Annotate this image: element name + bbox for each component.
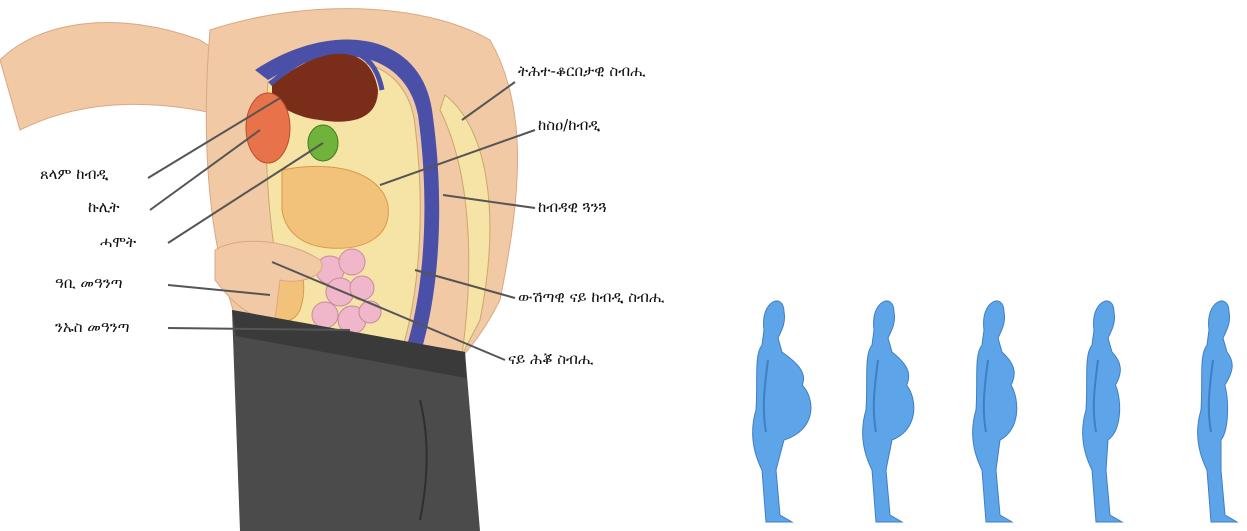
- body-figure-1: [753, 301, 811, 522]
- body-figure-3: [973, 301, 1017, 522]
- body-silhouette: [1083, 301, 1122, 522]
- body-figures-row: [753, 301, 1237, 522]
- body-figure-2: [863, 301, 914, 522]
- label-visceral-fat: ውሽጣዊ ናይ ከብዲ ስብሒ: [518, 288, 665, 306]
- label-small-intestine: ንኡስ መዓንጣ: [55, 318, 129, 336]
- torso-illustration: [0, 9, 518, 531]
- label-gallbladder: ሓሞት: [100, 233, 136, 251]
- kidney-organ: [246, 93, 290, 163]
- body-figure-5: [1198, 301, 1237, 522]
- label-abdominal-muscle: ከብዳዊ ጓንጓ: [538, 198, 607, 216]
- body-silhouette: [1198, 301, 1237, 522]
- body-silhouette: [753, 301, 811, 522]
- label-kidney: ኩሊት: [88, 198, 120, 216]
- label-subcutaneous-fat: ትሕተ-ቆርበታዊ ስብሒ: [518, 62, 646, 80]
- body-figure-4: [1083, 301, 1122, 522]
- label-large-intestine: ዓቢ መዓንጣ: [55, 274, 123, 292]
- body-silhouette: [863, 301, 914, 522]
- label-pancreas: ጸላም ከብዲ: [40, 165, 108, 183]
- body-silhouette: [973, 301, 1017, 522]
- label-omental-fat: ናይ ሕቖ ስብሒ: [508, 350, 593, 368]
- label-liver: ከስዐ/ከብዲ: [538, 116, 600, 134]
